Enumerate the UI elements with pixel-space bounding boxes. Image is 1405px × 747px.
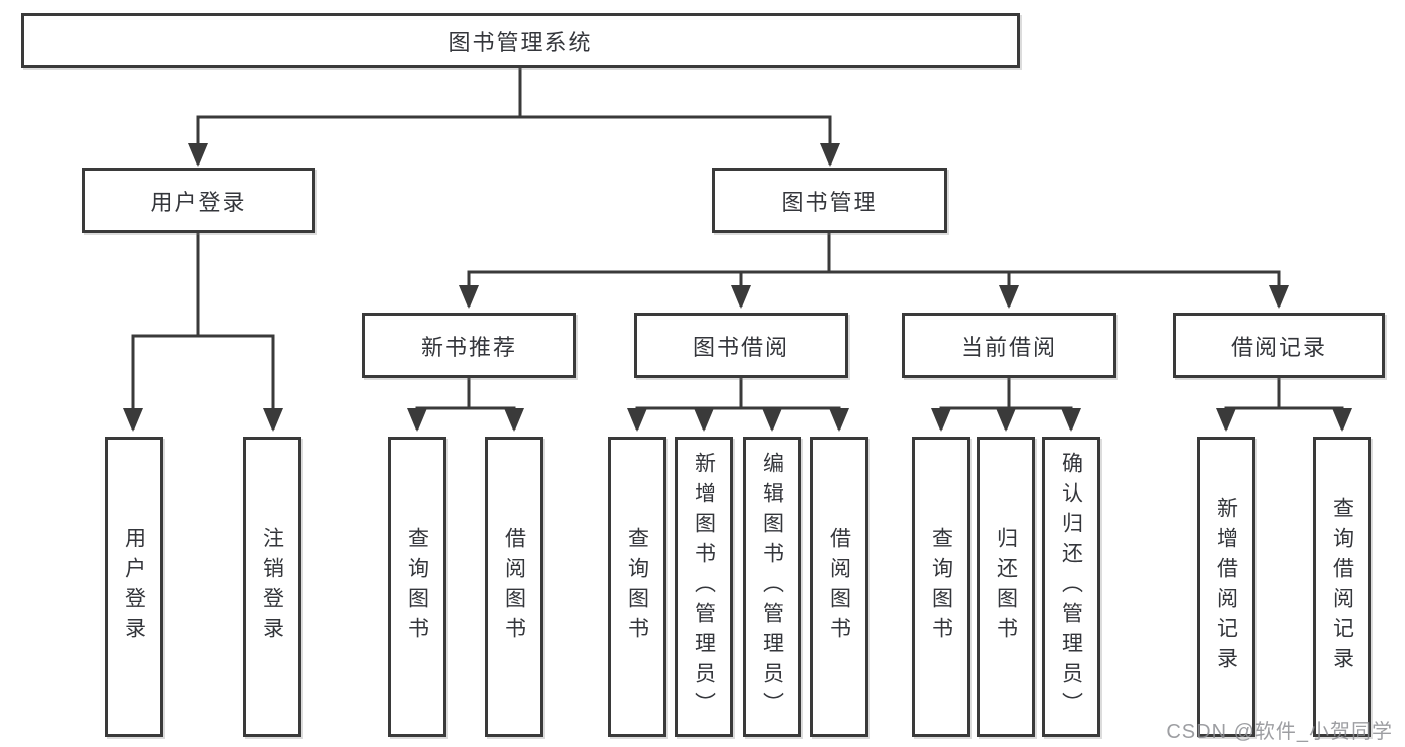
node-label: 新增图书（管理员） [692,452,716,722]
leaf-add-borrow-record: 新增借阅记录 [1197,437,1255,737]
leaf-borrow-book: 借阅图书 [810,437,868,737]
node-label: 新书推荐 [420,334,517,360]
leaf-query-book-recommend: 查询图书 [388,437,446,737]
node-current-borrow: 当前借阅 [902,313,1116,378]
leaf-return-book: 归还图书 [977,437,1035,737]
node-label: 图书管理系统 [448,29,593,55]
node-new-book-recommend: 新书推荐 [362,313,576,378]
node-label: 查询图书 [929,527,953,647]
node-label: 注销登录 [260,527,284,647]
leaf-confirm-return-admin: 确认归还（管理员） [1042,437,1100,737]
node-label: 查询图书 [625,527,649,647]
node-label: 借阅图书 [827,527,851,647]
node-label: 借阅图书 [502,527,526,647]
leaf-query-book-current: 查询图书 [912,437,970,737]
leaf-user-login: 用户登录 [105,437,163,737]
node-label: 归还图书 [994,527,1018,647]
node-label: 用户登录 [150,189,247,215]
node-book-borrow: 图书借阅 [634,313,848,378]
leaf-edit-book-admin: 编辑图书（管理员） [743,437,801,737]
node-label: 查询借阅记录 [1330,497,1354,677]
leaf-add-book-admin: 新增图书（管理员） [675,437,733,737]
node-label: 当前借阅 [960,334,1057,360]
csdn-watermark: CSDN @软件_小贺同学 [1166,721,1393,743]
node-user-login: 用户登录 [82,168,315,233]
node-label: 用户登录 [122,527,146,647]
leaf-borrow-book-recommend: 借阅图书 [485,437,543,737]
leaf-query-book-borrow: 查询图书 [608,437,666,737]
leaf-query-borrow-record: 查询借阅记录 [1313,437,1371,737]
leaf-logout: 注销登录 [243,437,301,737]
node-label: 编辑图书（管理员） [760,452,784,722]
node-book-management: 图书管理 [712,168,947,233]
node-label: 图书借阅 [692,334,789,360]
node-label: 借阅记录 [1230,334,1327,360]
node-label: 查询图书 [405,527,429,647]
node-label: 图书管理 [781,189,878,215]
node-label: 新增借阅记录 [1214,497,1238,677]
node-borrow-records: 借阅记录 [1173,313,1385,378]
node-label: 确认归还（管理员） [1059,452,1083,722]
node-root-system: 图书管理系统 [21,13,1020,68]
